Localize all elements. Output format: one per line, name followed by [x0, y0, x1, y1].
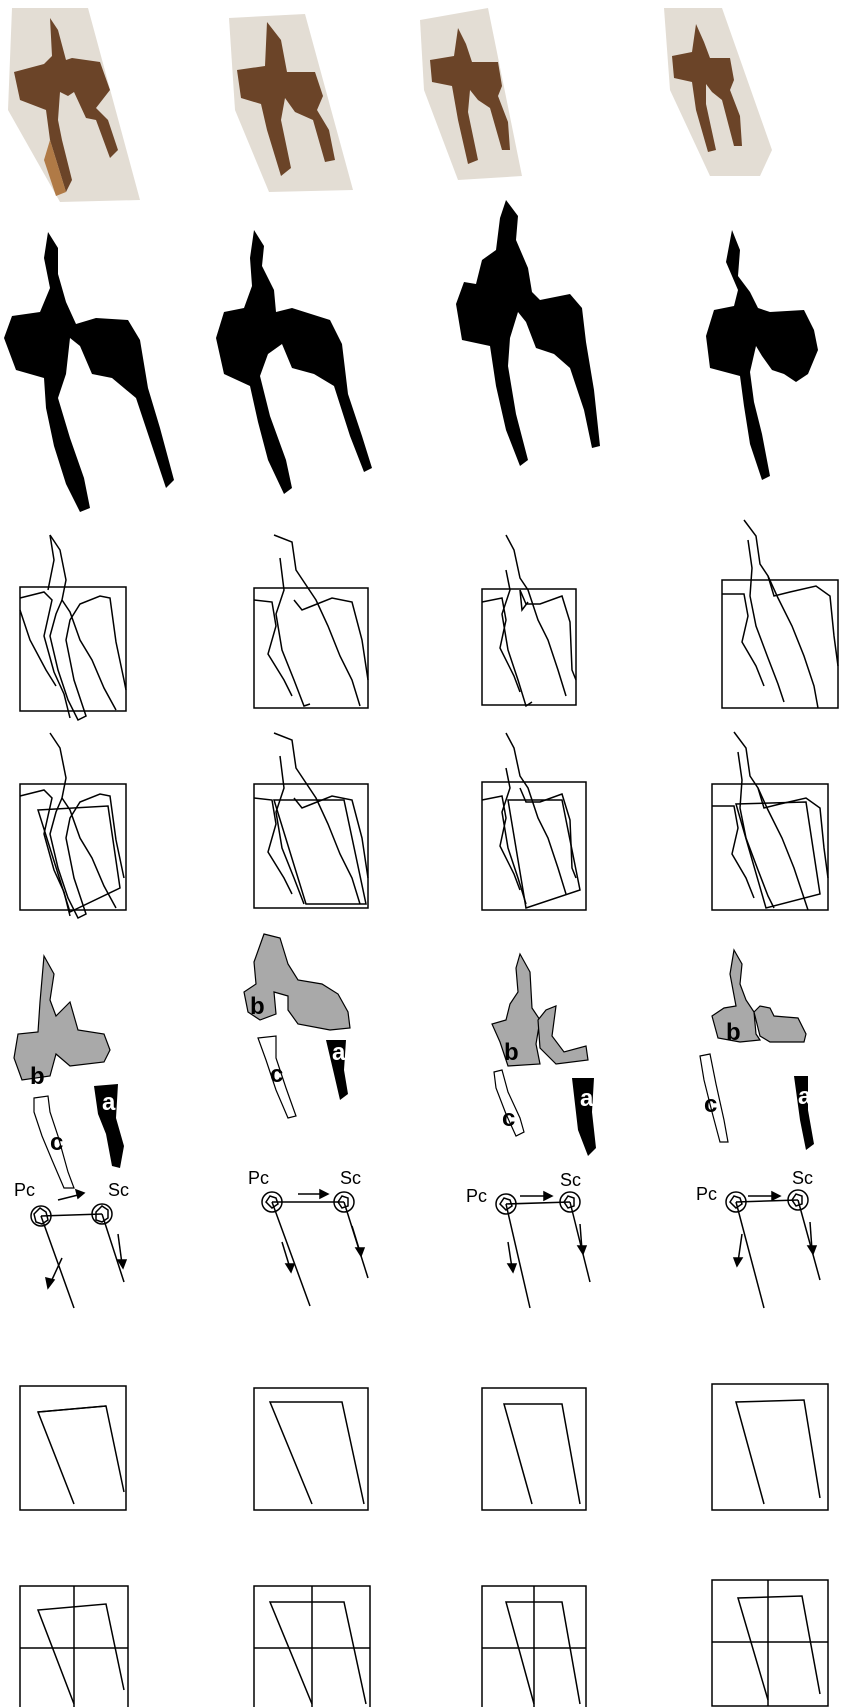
photo-sample-2 — [229, 14, 353, 192]
segment-c-label: c — [502, 1105, 515, 1132]
segment-a-label: a — [332, 1039, 346, 1066]
contour-box-2 — [254, 535, 368, 708]
row-frame-polygon — [20, 1384, 828, 1510]
segment-c-label: c — [704, 1091, 717, 1118]
segment-c-label: c — [50, 1129, 63, 1156]
segment-a-label: a — [580, 1085, 594, 1112]
row-segmented-strokes: b a c b a c b a c b a c — [14, 934, 814, 1188]
row-photo — [8, 8, 772, 202]
frame-polygon-2 — [254, 1388, 368, 1510]
frame-polygon-4 — [712, 1384, 828, 1510]
photo-sample-4 — [664, 8, 772, 176]
frame-grid-2 — [254, 1586, 370, 1707]
pc-label: Pc — [14, 1180, 35, 1200]
contour-frame-2 — [254, 733, 368, 908]
segment-b2-shape — [538, 1006, 588, 1064]
contour-box-4 — [722, 520, 838, 708]
pc-label: Pc — [466, 1186, 487, 1206]
sc-label: Sc — [108, 1180, 129, 1200]
segment-a-label: a — [798, 1083, 812, 1110]
frame-grid-3 — [482, 1586, 586, 1707]
binarized-sample-1 — [4, 232, 174, 512]
vectors-sample-4: Pc Sc — [696, 1168, 820, 1308]
segment-c-label: c — [270, 1061, 283, 1088]
pc-label: Pc — [696, 1184, 717, 1204]
row-contour-frame — [20, 732, 828, 918]
contour-frame-3 — [482, 733, 586, 910]
segments-sample-1: b a c — [14, 956, 124, 1188]
frame-polygon-3 — [482, 1388, 586, 1510]
segment-b-label: b — [30, 1063, 45, 1090]
segment-b2-shape — [754, 1006, 806, 1042]
frame-grid-1 — [20, 1586, 128, 1707]
contour-box-1 — [20, 535, 126, 720]
segments-sample-3: b a c — [492, 954, 596, 1156]
segment-b-shape — [14, 956, 110, 1080]
frame-grid-4 — [712, 1580, 828, 1706]
row-frame-grid — [20, 1580, 828, 1707]
segment-b-label: b — [504, 1039, 519, 1066]
segment-a-label: a — [102, 1089, 116, 1116]
contour-frame-4 — [712, 732, 828, 910]
binarized-sample-4 — [706, 230, 818, 480]
row-stroke-vectors: Pc Sc Pc Sc — [14, 1168, 820, 1308]
segment-b-label: b — [250, 993, 265, 1020]
binarized-sample-2 — [216, 230, 372, 494]
sc-label: Sc — [340, 1168, 361, 1188]
contour-box-3 — [482, 535, 576, 706]
photo-sample-1 — [8, 8, 140, 202]
vectors-sample-1: Pc Sc — [14, 1180, 129, 1308]
row-binarized — [4, 200, 818, 512]
vectors-sample-3: Pc Sc — [466, 1170, 590, 1308]
contour-frame-1 — [20, 733, 126, 918]
vectors-sample-2: Pc Sc — [248, 1168, 368, 1306]
pc-label: Pc — [248, 1168, 269, 1188]
segments-sample-4: b a c — [700, 950, 814, 1150]
sc-label: Sc — [560, 1170, 581, 1190]
segment-b-label: b — [726, 1019, 741, 1046]
binarized-sample-3 — [456, 200, 600, 466]
segments-sample-2: b a c — [244, 934, 350, 1118]
frame-polygon-1 — [20, 1386, 126, 1510]
photo-sample-3 — [420, 8, 522, 180]
sc-label: Sc — [792, 1168, 813, 1188]
row-contour-box — [20, 520, 838, 720]
